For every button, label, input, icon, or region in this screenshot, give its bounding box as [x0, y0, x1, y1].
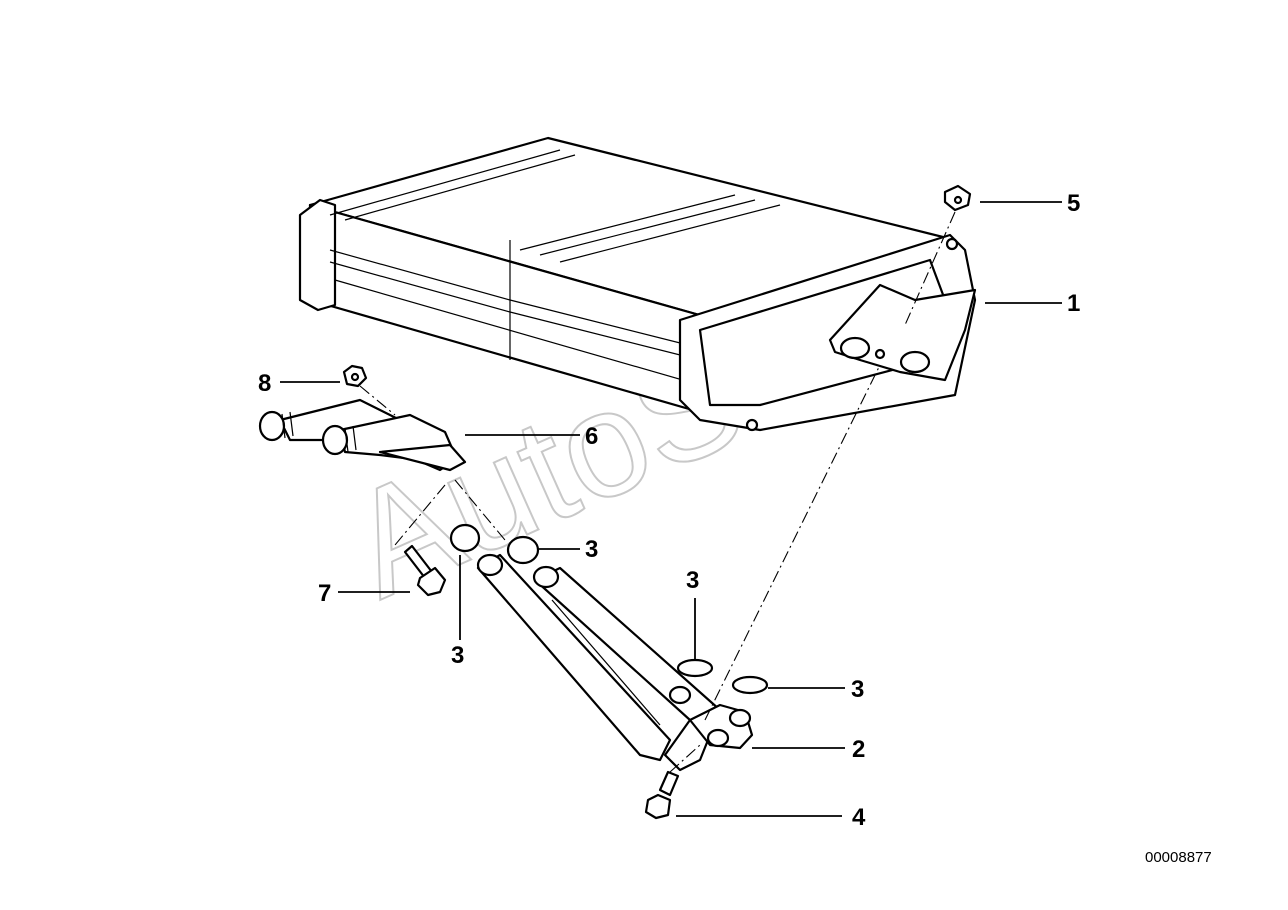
callout-4: 4	[852, 804, 866, 831]
diagram-reference-number: 00008877	[1145, 849, 1212, 866]
callout-7: 7	[318, 580, 331, 607]
callout-numbers: 1 2 3 3 3 3 4 5 6 7 8	[258, 190, 1080, 831]
lower-pipe-assembly	[476, 553, 754, 772]
callout-3-ring-left: 3	[451, 642, 464, 669]
bolt-upper	[403, 544, 447, 597]
heater-core	[298, 136, 977, 432]
callout-1: 1	[1067, 290, 1080, 317]
callout-3-ring-lower: 3	[686, 567, 699, 594]
callout-6: 6	[585, 423, 598, 450]
upper-pipe-assembly	[258, 398, 467, 472]
leader-lines	[280, 201, 1062, 817]
o-rings	[449, 523, 769, 695]
hex-nut	[342, 364, 368, 388]
callout-8: 8	[258, 370, 271, 397]
callout-3-ring-upper: 3	[585, 536, 598, 563]
clip-nut	[943, 184, 972, 212]
callout-3-ring-right: 3	[851, 676, 864, 703]
callout-2: 2	[852, 736, 865, 763]
callout-5: 5	[1067, 190, 1080, 217]
bolt-lower	[644, 770, 680, 820]
